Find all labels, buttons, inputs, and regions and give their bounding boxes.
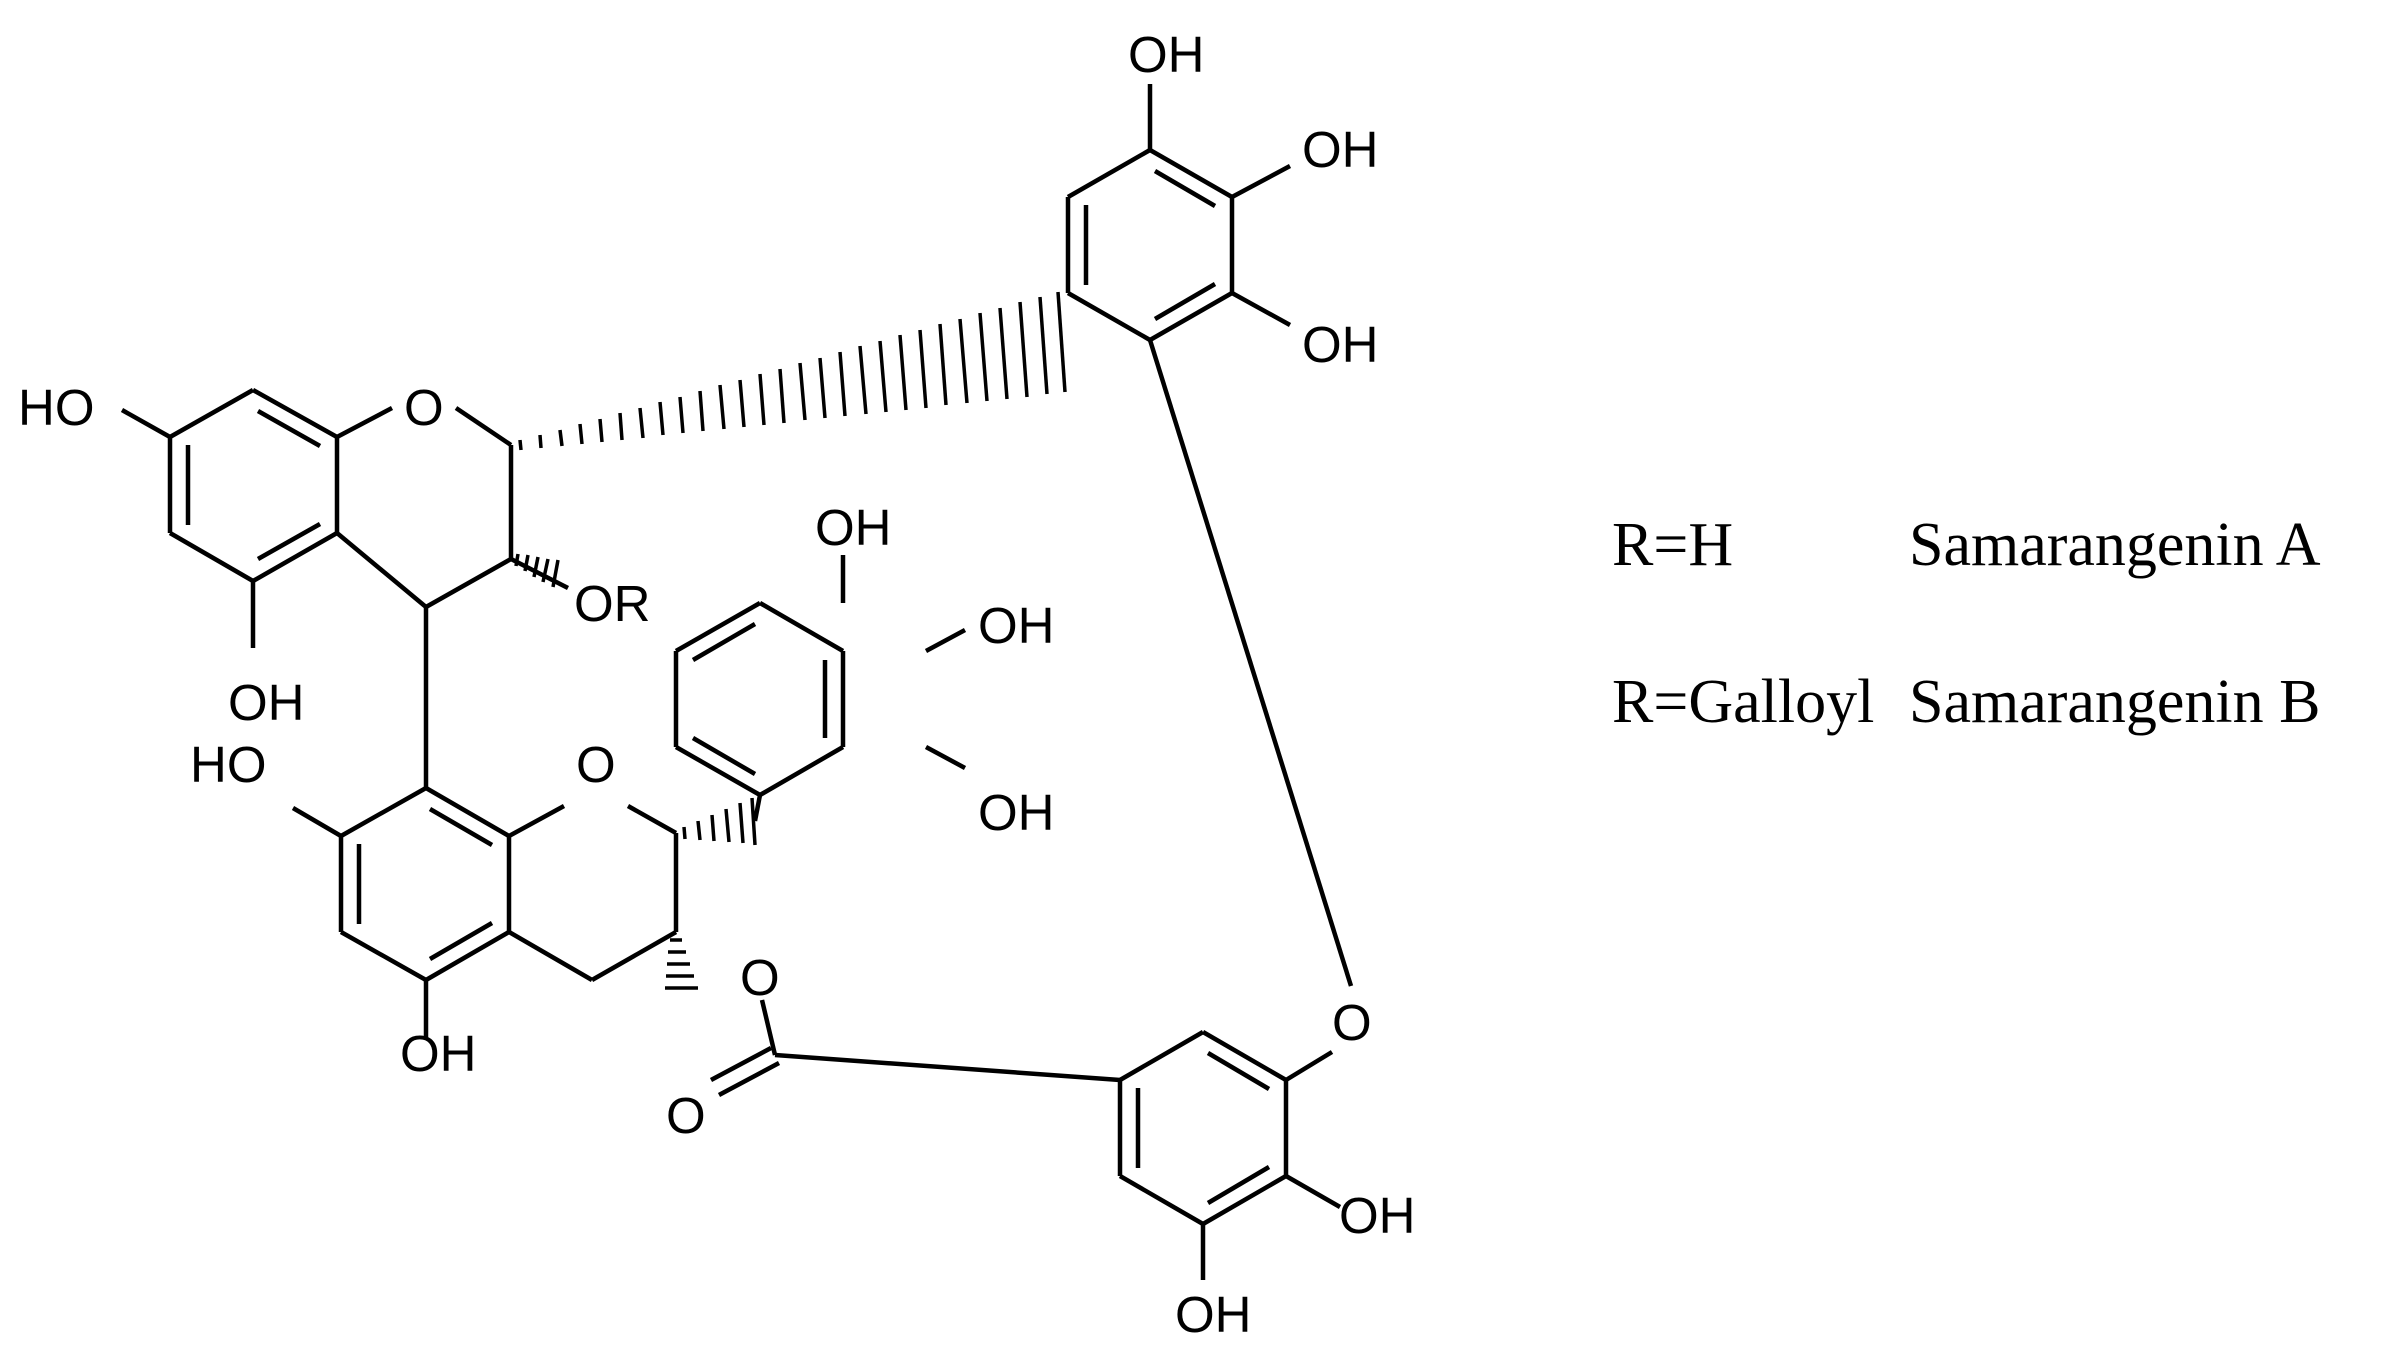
lower-a-ho-label: HO xyxy=(190,736,267,793)
carbonyl-double-bond-1 xyxy=(709,1046,773,1082)
lower-c-ring-o-label: O xyxy=(576,736,616,793)
mid-oh-label: OH xyxy=(978,597,1055,654)
middle-pyrogallol-ring xyxy=(673,601,846,797)
mid-oh-label: OH xyxy=(815,499,892,556)
lower-c-ring xyxy=(507,804,679,982)
bottom-galloyl-ring xyxy=(1117,1030,1289,1226)
carbonyl-double-bond-2 xyxy=(717,1061,781,1097)
bottom-oh1-bond xyxy=(1284,1174,1342,1209)
top-oh2-bond xyxy=(1230,164,1292,199)
ester-o-label: O xyxy=(740,949,780,1006)
top-oh-label: OH xyxy=(1302,121,1379,178)
compound-legend: R=H Samarangenin A R=Galloyl Samarangeni… xyxy=(1612,511,2321,736)
top-oh-label: OH xyxy=(1302,316,1379,373)
upper-a-ho-label: HO xyxy=(18,379,95,436)
bottom-ring-ether-bond xyxy=(1284,1050,1334,1082)
lower-a-ring xyxy=(338,786,512,982)
upper-c-ring xyxy=(335,406,514,609)
bottom-oh-label: OH xyxy=(1339,1187,1416,1244)
legend-substituent: R=H xyxy=(1612,511,1733,579)
lower-c2-to-mid-ring-bond xyxy=(752,794,763,822)
ester-c-to-bottom-ring-bond xyxy=(774,1052,1121,1083)
bottom-oh-label: OH xyxy=(1175,1286,1252,1343)
lower-c2-to-mid-ring-hash-bond xyxy=(682,797,757,846)
top-pyrogallol-ring xyxy=(1065,148,1235,342)
upper-a-ring xyxy=(167,388,340,583)
bottom-ring-o-label: O xyxy=(1332,994,1372,1051)
carbonyl-o-label: O xyxy=(666,1087,706,1144)
upper-c-ring-o-label: O xyxy=(404,379,444,436)
legend-compound-name: Samarangenin A xyxy=(1909,511,2321,579)
mid-oh3-bond xyxy=(924,745,967,770)
upper-a-ho-bond xyxy=(120,408,172,439)
lower-c3-ester-hash-bond xyxy=(665,938,698,990)
legend-substituent: R=Galloyl xyxy=(1612,668,1874,736)
ester-o-c-bond xyxy=(759,999,778,1056)
upper-a-oh-label: OH xyxy=(228,674,305,731)
mid-oh2-bond xyxy=(924,628,967,653)
top-oh-label: OH xyxy=(1128,26,1205,83)
upper-c-or-hash-bond xyxy=(514,553,560,588)
top-to-bottom-ether-bond xyxy=(1147,339,1354,987)
top-oh3-bond xyxy=(1230,291,1292,327)
lower-a-oh-label: OH xyxy=(400,1025,477,1082)
upper-c-or-label: OR xyxy=(574,575,651,632)
upper-c2-to-top-ring-hash-bond xyxy=(518,291,1067,451)
upper-c-or-bond xyxy=(509,556,570,591)
legend-compound-name: Samarangenin B xyxy=(1909,668,2321,736)
mid-oh-label: OH xyxy=(978,784,1055,841)
lower-a-ho-bond xyxy=(291,806,343,838)
